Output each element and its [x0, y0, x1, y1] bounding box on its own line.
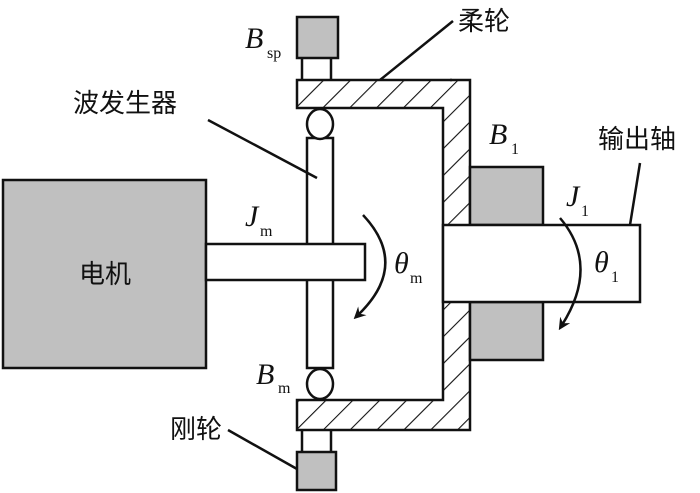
svg-text:m: m: [260, 223, 273, 240]
symbol-theta-m: θ m: [394, 247, 423, 287]
svg-text:m: m: [278, 380, 291, 397]
motor: 电机: [1, 178, 208, 370]
motor-body: [1, 178, 208, 370]
symbol-b-1: B 1: [489, 118, 519, 158]
flexspline-leader: [379, 20, 454, 81]
svg-text:θ: θ: [394, 247, 409, 280]
circular-spline-leader: [227, 428, 298, 471]
svg-text:1: 1: [581, 203, 589, 220]
b1-bearing-bottom: [468, 300, 545, 362]
svg-text:B: B: [245, 22, 263, 55]
svg-text:B: B: [256, 358, 274, 391]
circular-spline-support: [295, 430, 338, 492]
output-shaft-leader: [628, 162, 642, 226]
theta-m-rotation-arrow: [353, 214, 387, 320]
svg-text:J: J: [245, 200, 260, 233]
bearing-bottom: [305, 367, 335, 401]
svg-text:J: J: [566, 180, 581, 213]
motor-shaft: [204, 242, 367, 282]
bearing-top: [305, 107, 335, 141]
bsp-damper-box: [295, 15, 340, 60]
symbol-b-sp: B sp: [245, 22, 281, 62]
svg-text:θ: θ: [594, 246, 609, 279]
symbol-j-m: J m: [245, 200, 273, 240]
motor-label: 电机: [79, 260, 131, 290]
circular-spline-box: [295, 450, 338, 492]
output-shaft: [441, 223, 642, 304]
svg-text:sp: sp: [267, 45, 281, 62]
flexspline-label: 柔轮: [458, 7, 510, 37]
svg-text:1: 1: [611, 269, 619, 286]
symbol-theta-1: θ 1: [594, 246, 619, 286]
svg-text:B: B: [489, 118, 507, 151]
svg-text:1: 1: [511, 141, 519, 158]
b1-bearing-top: [468, 165, 545, 227]
theta-1-rotation-arrow: [558, 217, 582, 331]
svg-text:m: m: [410, 270, 423, 287]
wave-generator-label: 波发生器: [73, 89, 177, 119]
symbol-j-1: J 1: [566, 180, 589, 220]
circular-spline-label: 刚轮: [170, 415, 222, 445]
wave-generator-leader: [207, 118, 318, 180]
output-shaft-label: 输出轴: [598, 125, 676, 155]
symbol-b-m: B m: [256, 358, 291, 397]
top-support: [295, 15, 340, 80]
